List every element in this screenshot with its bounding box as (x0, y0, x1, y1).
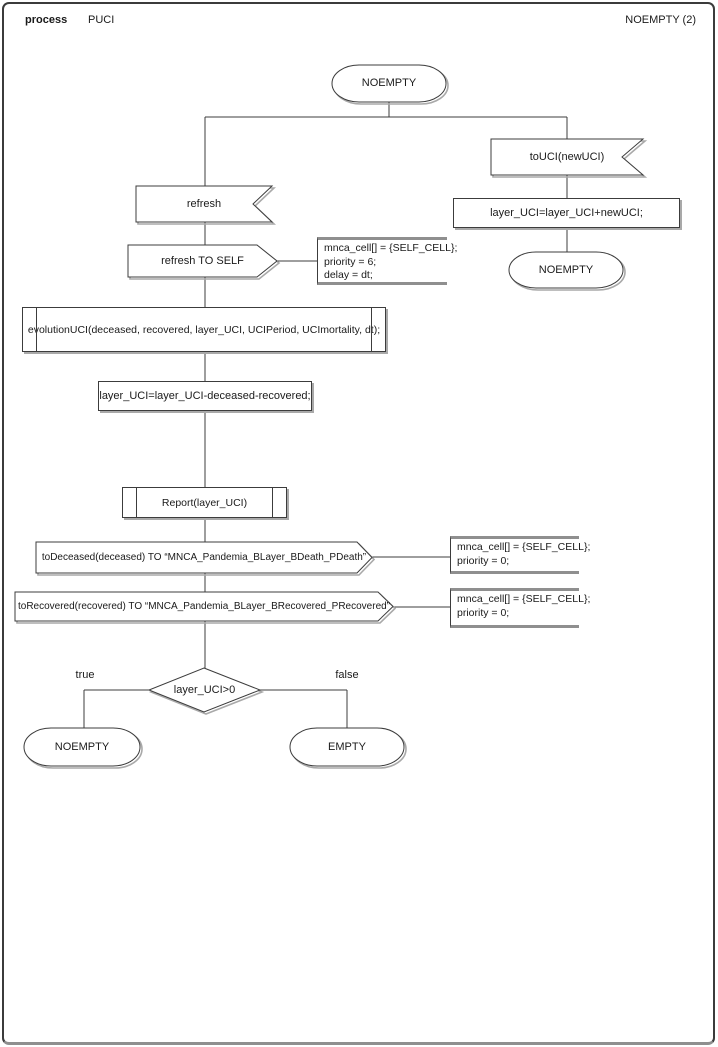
branch-true-label: true (75, 668, 95, 681)
comment-line: mnca_cell[] = {SELF_CELL}; (457, 593, 591, 605)
procedure-bar (36, 308, 37, 351)
branch-false-label: false (335, 668, 359, 681)
signal-send-refresh-self-label: refresh TO SELF (161, 254, 244, 267)
task-box-subtract: layer_UCI=layer_UCI-deceased-recovered; (98, 381, 312, 411)
procedure-bar (371, 308, 372, 351)
state-false-label: EMPTY (328, 740, 366, 753)
comment-box-torecovered: mnca_cell[] = {SELF_CELL}; priority = 0; (450, 588, 591, 628)
procedure-call-evolutionuci-label: evolutionUCI(deceased, recovered, layer_… (27, 323, 381, 336)
signal-send-symbol-refresh-self (127, 244, 281, 280)
procedure-call-report: Report(layer_UCI) (122, 487, 287, 518)
task-box-add-newuci: layer_UCI=layer_UCI+newUCI; (453, 198, 680, 228)
comment-box-refresh: mnca_cell[] = {SELF_CELL}; priority = 6;… (317, 237, 458, 285)
comment-line: priority = 6; (324, 255, 377, 268)
procedure-bar (272, 488, 273, 517)
state-symbol-right (508, 251, 626, 291)
comment-line: priority = 0; (457, 606, 510, 619)
connector-lines (83, 102, 568, 728)
state-right-label: NOEMPTY (538, 263, 594, 276)
process-keyword: process (25, 14, 68, 26)
signal-send-todeceased-label: toDeceased(deceased) TO “MNCA_Pandemia_B… (41, 552, 367, 563)
comment-line: priority = 0; (457, 554, 510, 567)
decision-diamond-symbol (147, 667, 265, 715)
state-true-label: NOEMPTY (54, 740, 110, 753)
comment-line: mnca_cell[] = {SELF_CELL}; (324, 242, 458, 254)
decision-label: layer_UCI>0 (173, 683, 236, 696)
state-symbol-top (331, 64, 449, 105)
signal-receive-symbol-touci (490, 138, 648, 178)
process-name: PUCI (88, 14, 115, 26)
state-symbol-false (289, 727, 407, 769)
signal-receive-touci-label: toUCI(newUCI) (529, 150, 605, 163)
comment-line: delay = dt; (324, 269, 373, 281)
procedure-bar (136, 488, 137, 517)
signal-receive-symbol-refresh (135, 185, 277, 225)
signal-receive-refresh-label: refresh (186, 197, 222, 210)
signal-send-torecovered-label: toRecovered(recovered) TO “MNCA_Pandemia… (17, 601, 391, 612)
signal-send-symbol-todeceased (35, 541, 376, 576)
state-symbol-true (23, 727, 143, 769)
comment-line: mnca_cell[] = {SELF_CELL}; (457, 541, 591, 553)
signal-send-symbol-torecovered (14, 591, 397, 624)
procedure-call-report-label: Report(layer_UCI) (161, 496, 248, 509)
comment-box-todeceased: mnca_cell[] = {SELF_CELL}; priority = 0; (450, 536, 591, 574)
page-reference: NOEMPTY (2) (625, 14, 696, 26)
state-top-label: NOEMPTY (361, 77, 417, 89)
procedure-call-evolutionuci: evolutionUCI(deceased, recovered, layer_… (22, 307, 386, 352)
